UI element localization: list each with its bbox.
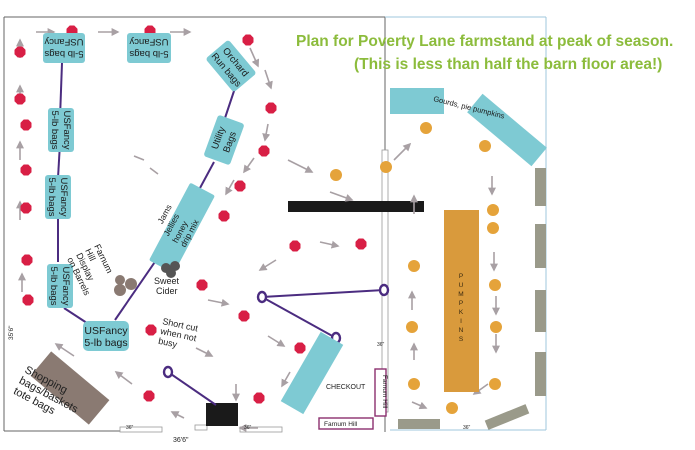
- sweet-cider-line2: Cider: [156, 286, 178, 296]
- bin-top-left-line1: 5-lb bags: [44, 48, 83, 59]
- orange-marker-12: [489, 279, 501, 291]
- orange-marker-5: [487, 204, 499, 216]
- red-marker-7: [20, 164, 32, 176]
- pumpkin-table: [444, 210, 479, 392]
- red-marker-16: [238, 310, 250, 322]
- shopping-area: [30, 351, 110, 425]
- short-cut-label: Short cut when not busy: [157, 316, 199, 350]
- farnum-display-line2: Hill: [83, 247, 97, 263]
- red-marker-11: [265, 102, 277, 114]
- bin-jams: Jams Jellies honey drip mix: [149, 183, 215, 273]
- orange-marker-8: [408, 378, 420, 390]
- dim-left: 35'6": [8, 325, 15, 340]
- bin-left-1-line1: USFancy: [61, 110, 72, 149]
- red-marker-19: [143, 390, 155, 402]
- bin-bottom-left-line2: 5-lb bags: [84, 337, 127, 349]
- bin-left-1-line2: 5-lb bags: [49, 110, 60, 149]
- dim-small-1: 36": [126, 425, 134, 431]
- orange-markers: [330, 122, 502, 414]
- farnum-box-v: [374, 368, 387, 417]
- red-marker-4: [242, 34, 254, 46]
- red-marker-12: [258, 145, 270, 157]
- bin-top-mid-line1: 5-lb bags: [129, 48, 168, 59]
- orange-marker-3: [420, 122, 432, 134]
- red-marker-21: [289, 240, 301, 252]
- rope-posts: [162, 283, 390, 379]
- red-markers: [14, 25, 367, 404]
- red-marker-14: [218, 210, 230, 222]
- orange-marker-6: [408, 260, 420, 272]
- barrels-and-cider: [114, 261, 180, 296]
- dim-small-3: 36": [463, 425, 471, 431]
- pumpkin-letter: N: [459, 327, 464, 334]
- bin-top-mid-line2: USFancy: [129, 36, 168, 47]
- orange-marker-4: [479, 140, 491, 152]
- red-marker-15: [196, 279, 208, 291]
- pumpkin-letter: P: [459, 300, 463, 307]
- red-marker-17: [294, 342, 306, 354]
- red-marker-13: [234, 180, 246, 192]
- red-marker-5: [14, 93, 26, 105]
- bin-bottom-left: USFancy 5-lb bags: [83, 321, 129, 351]
- dim-bottom: 36'6": [173, 437, 189, 444]
- farnum-box-v-label: Farnum Hill: [381, 375, 388, 409]
- checkout-label: CHECKOUT: [326, 384, 366, 391]
- farnum-display-label: Farnum Hill Display on Barrels: [65, 242, 115, 297]
- farnum-box-h-label: Farnum Hill: [324, 421, 358, 428]
- pumpkin-letter: M: [458, 291, 463, 298]
- orange-marker-11: [490, 321, 502, 333]
- bin-left-1: USFancy 5-lb bags: [48, 108, 74, 152]
- red-marker-6: [20, 119, 32, 131]
- orange-marker-2: [380, 161, 392, 173]
- bin-orchard-run: Orchard Run bags: [206, 40, 256, 92]
- page-title-line1: Plan for Poverty Lane farmstand at peak …: [296, 33, 674, 50]
- dim-small-4: 36": [377, 342, 385, 348]
- bin-left-2-line1: USFancy: [58, 177, 69, 216]
- farnum-box-h: [318, 417, 374, 430]
- bin-left-3-line2: 5-lb bags: [48, 266, 59, 305]
- bin-top-mid: 5-lb bags USFancy: [127, 33, 171, 63]
- pumpkin-letter: I: [460, 318, 462, 325]
- short-cut-line3: busy: [157, 336, 178, 350]
- red-marker-10: [22, 294, 34, 306]
- pumpkin-letter: U: [459, 282, 464, 289]
- orange-marker-9: [446, 402, 458, 414]
- sweet-cider-line1: Sweet: [154, 276, 180, 286]
- red-marker-22: [355, 238, 367, 250]
- red-marker-9: [21, 254, 33, 266]
- bin-left-2: USFancy 5-lb bags: [45, 175, 71, 219]
- red-marker-8: [20, 202, 32, 214]
- checkout-counter: [280, 331, 344, 415]
- bin-left-2-line2: 5-lb bags: [46, 177, 57, 216]
- orange-marker-13: [487, 222, 499, 234]
- bin-left-3-line1: USFancy: [60, 266, 71, 305]
- orange-marker-7: [406, 321, 418, 333]
- dash-marks: [133, 155, 159, 175]
- bin-top-left: 5-lb bags USFancy: [43, 33, 85, 63]
- divider-bar: [288, 201, 424, 212]
- bin-top-left-line2: USFancy: [44, 36, 83, 47]
- bin-left-3: USFancy 5-lb bags: [47, 264, 73, 308]
- entry-mat: [206, 403, 238, 426]
- pumpkin-letter: P: [459, 273, 463, 280]
- red-marker-18: [253, 392, 265, 404]
- orange-marker-10: [489, 378, 501, 390]
- red-marker-20: [145, 324, 157, 336]
- pumpkin-letter: K: [459, 309, 464, 316]
- bin-bottom-left-line1: USFancy: [84, 325, 128, 337]
- bin-gourds: Gourds, pie pumpkins: [390, 88, 547, 167]
- bin-utility: Utility Bags: [204, 115, 244, 165]
- wall-benches: [398, 168, 546, 430]
- orange-marker-1: [330, 169, 342, 181]
- page-title-line2: (This is less than half the barn floor a…: [354, 56, 663, 73]
- red-marker-1: [14, 46, 26, 58]
- pumpkin-letter: S: [459, 336, 464, 343]
- dim-small-2: 36": [244, 425, 252, 431]
